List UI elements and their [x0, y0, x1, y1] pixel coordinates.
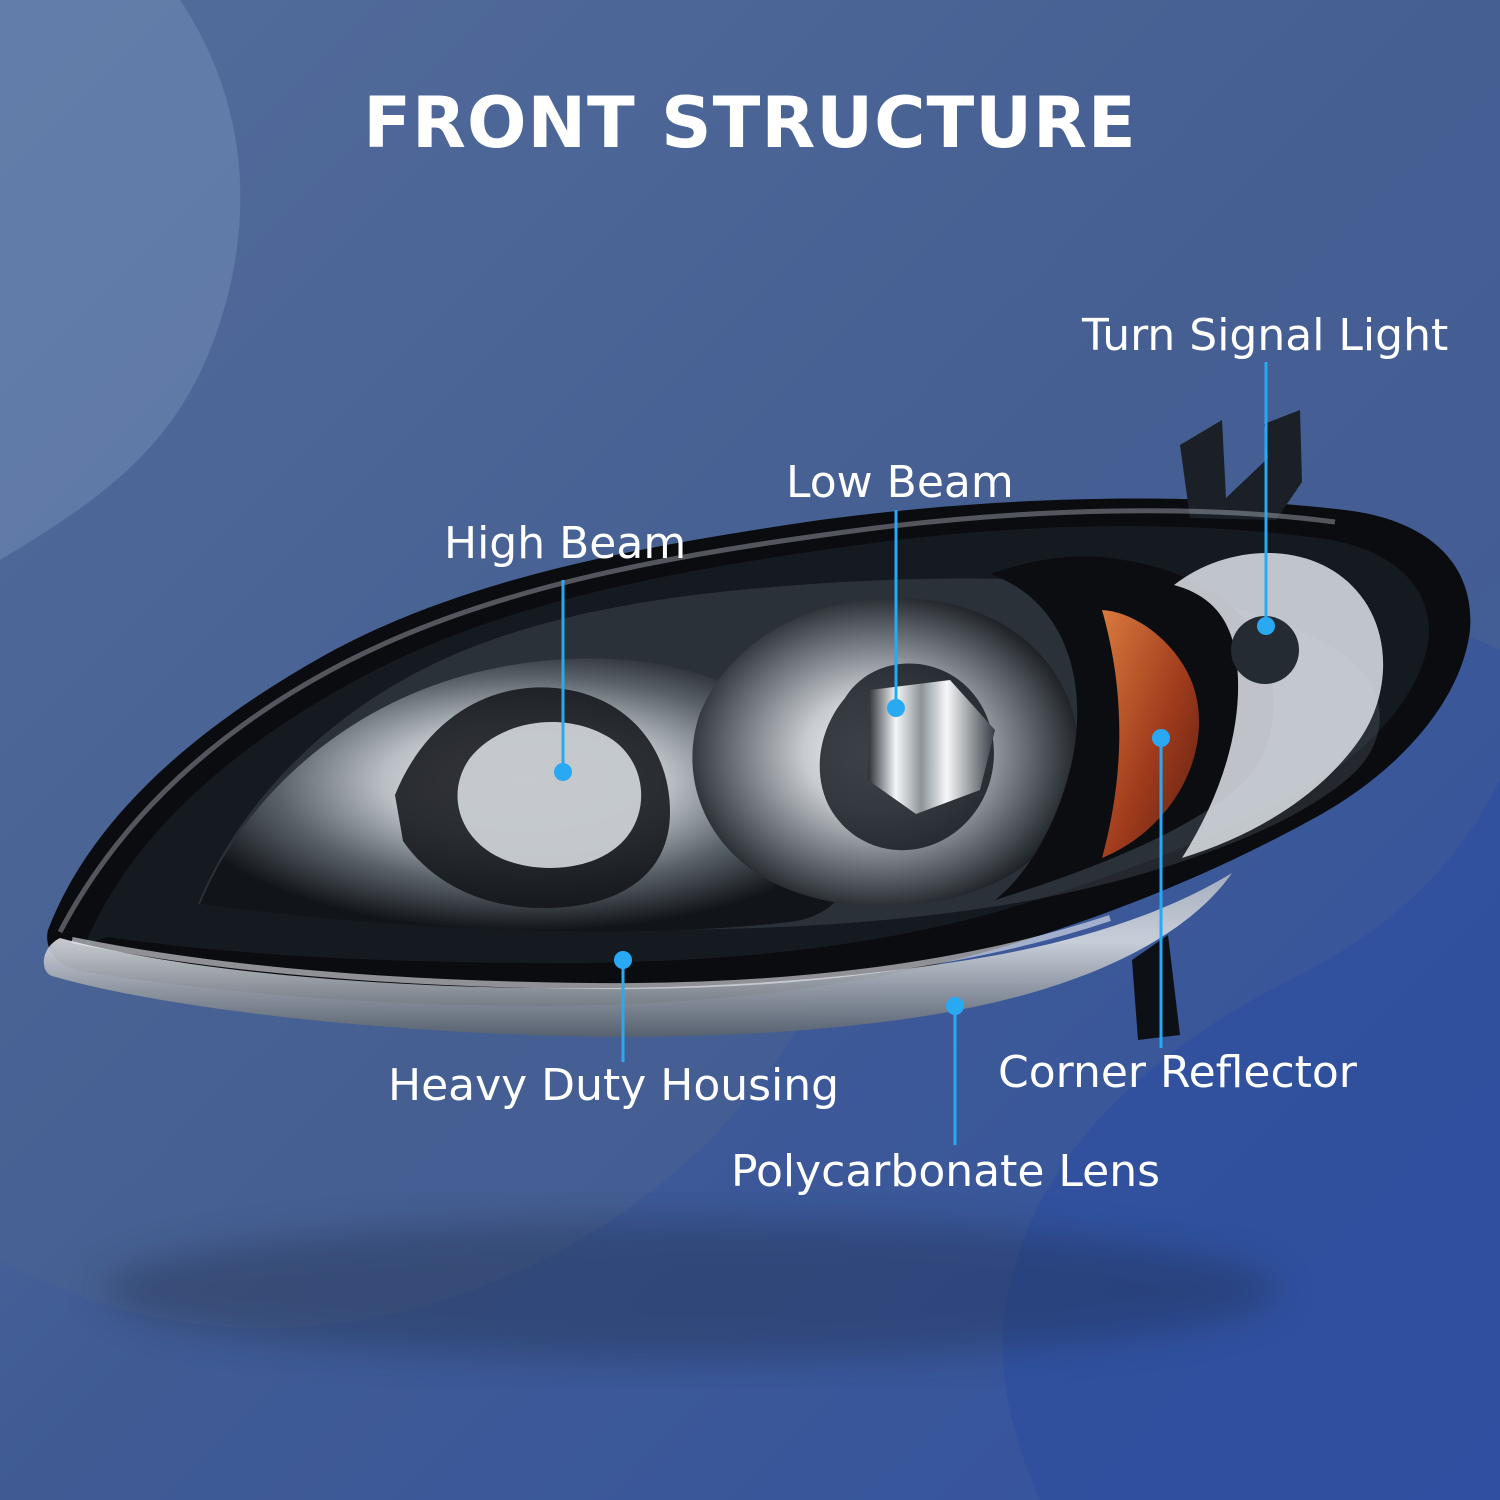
- housing-rim-highlight: [57, 508, 1336, 934]
- polycarbonate-lens-label: Polycarbonate Lens: [731, 1146, 1161, 1197]
- background-wave-left: [0, 0, 241, 560]
- high-beam-chrome-cone: [457, 721, 642, 869]
- headlight-shadow: [100, 1220, 1280, 1360]
- corner-reflector-label: Corner Reflector: [998, 1047, 1357, 1098]
- mounting-bracket: [1180, 410, 1302, 520]
- headlight-assembly: [43, 410, 1471, 1040]
- lower-mounting-tab: [1132, 935, 1180, 1040]
- low-beam-label: Low Beam: [786, 457, 1014, 508]
- turn-signal-reflector: [1174, 552, 1384, 858]
- heavy-duty-housing-label: Heavy Duty Housing: [388, 1060, 840, 1111]
- lower-lens-strip: [43, 873, 1232, 1037]
- amber-corner-reflector: [1102, 610, 1200, 858]
- high-beam-label: High Beam: [444, 518, 687, 569]
- lens-highlight: [71, 915, 1111, 990]
- page-title: FRONT STRUCTURE: [363, 82, 1137, 164]
- turn-signal-bulb: [1231, 616, 1299, 684]
- turn-signal-light-label: Turn Signal Light: [1082, 310, 1449, 361]
